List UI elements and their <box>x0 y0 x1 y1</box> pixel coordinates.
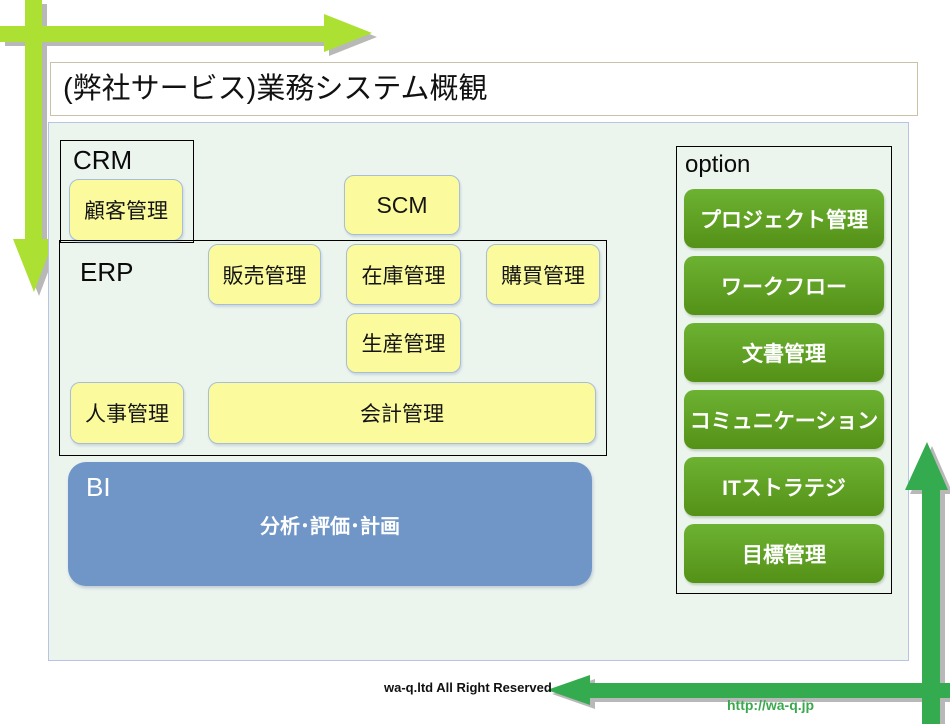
page-title: (弊社サービス)業務システム概観 <box>50 62 918 116</box>
bottom-right-arrow-decoration-icon <box>547 442 950 724</box>
erp-group-label: ERP <box>80 257 134 287</box>
bi-group-box: BI 分析･評価･計画 <box>68 462 592 586</box>
module-hanbai-kanri: 販売管理 <box>208 244 321 305</box>
option-mokuhyo-kanri: 目標管理 <box>684 524 884 583</box>
top-left-arrow-decoration-icon <box>0 0 372 292</box>
module-jinji-kanri: 人事管理 <box>70 382 184 444</box>
crm-group-label: CRM <box>73 145 133 175</box>
option-group-label: option <box>685 151 751 178</box>
site-url-text: http://wa-q.jp <box>727 697 815 713</box>
module-kokyaku-kanri: 顧客管理 <box>69 179 183 241</box>
option-list: プロジェクト管理 ワークフロー 文書管理 コミュニケーション ITストラテジ 目… <box>684 189 884 583</box>
option-bunsho-kanri: 文書管理 <box>684 323 884 382</box>
option-project-kanri: プロジェクト管理 <box>684 189 884 248</box>
bi-group-label: BI <box>86 472 111 502</box>
option-it-strategy: ITストラテジ <box>684 457 884 516</box>
copyright-text: wa-q.ltd All Right Reserved <box>384 680 552 695</box>
erp-group-box: ERP 販売管理 在庫管理 購買管理 生産管理 人事管理 会計管理 <box>59 240 607 456</box>
module-scm: SCM <box>344 175 460 235</box>
option-communication: コミュニケーション <box>684 390 884 449</box>
module-zaiko-kanri: 在庫管理 <box>346 244 461 305</box>
option-group-box: option プロジェクト管理 ワークフロー 文書管理 コミュニケーション IT… <box>676 146 892 594</box>
diagram-panel: CRM 顧客管理 SCM ERP 販売管理 在庫管理 購買管理 生産管理 人事管… <box>48 122 909 661</box>
option-workflow: ワークフロー <box>684 256 884 315</box>
module-kobai-kanri: 購買管理 <box>486 244 600 305</box>
module-seisan-kanri: 生産管理 <box>346 313 461 373</box>
crm-group-box: CRM 顧客管理 <box>60 140 194 243</box>
module-kaikei-kanri: 会計管理 <box>208 382 596 444</box>
bi-description: 分析･評価･計画 <box>260 516 400 538</box>
